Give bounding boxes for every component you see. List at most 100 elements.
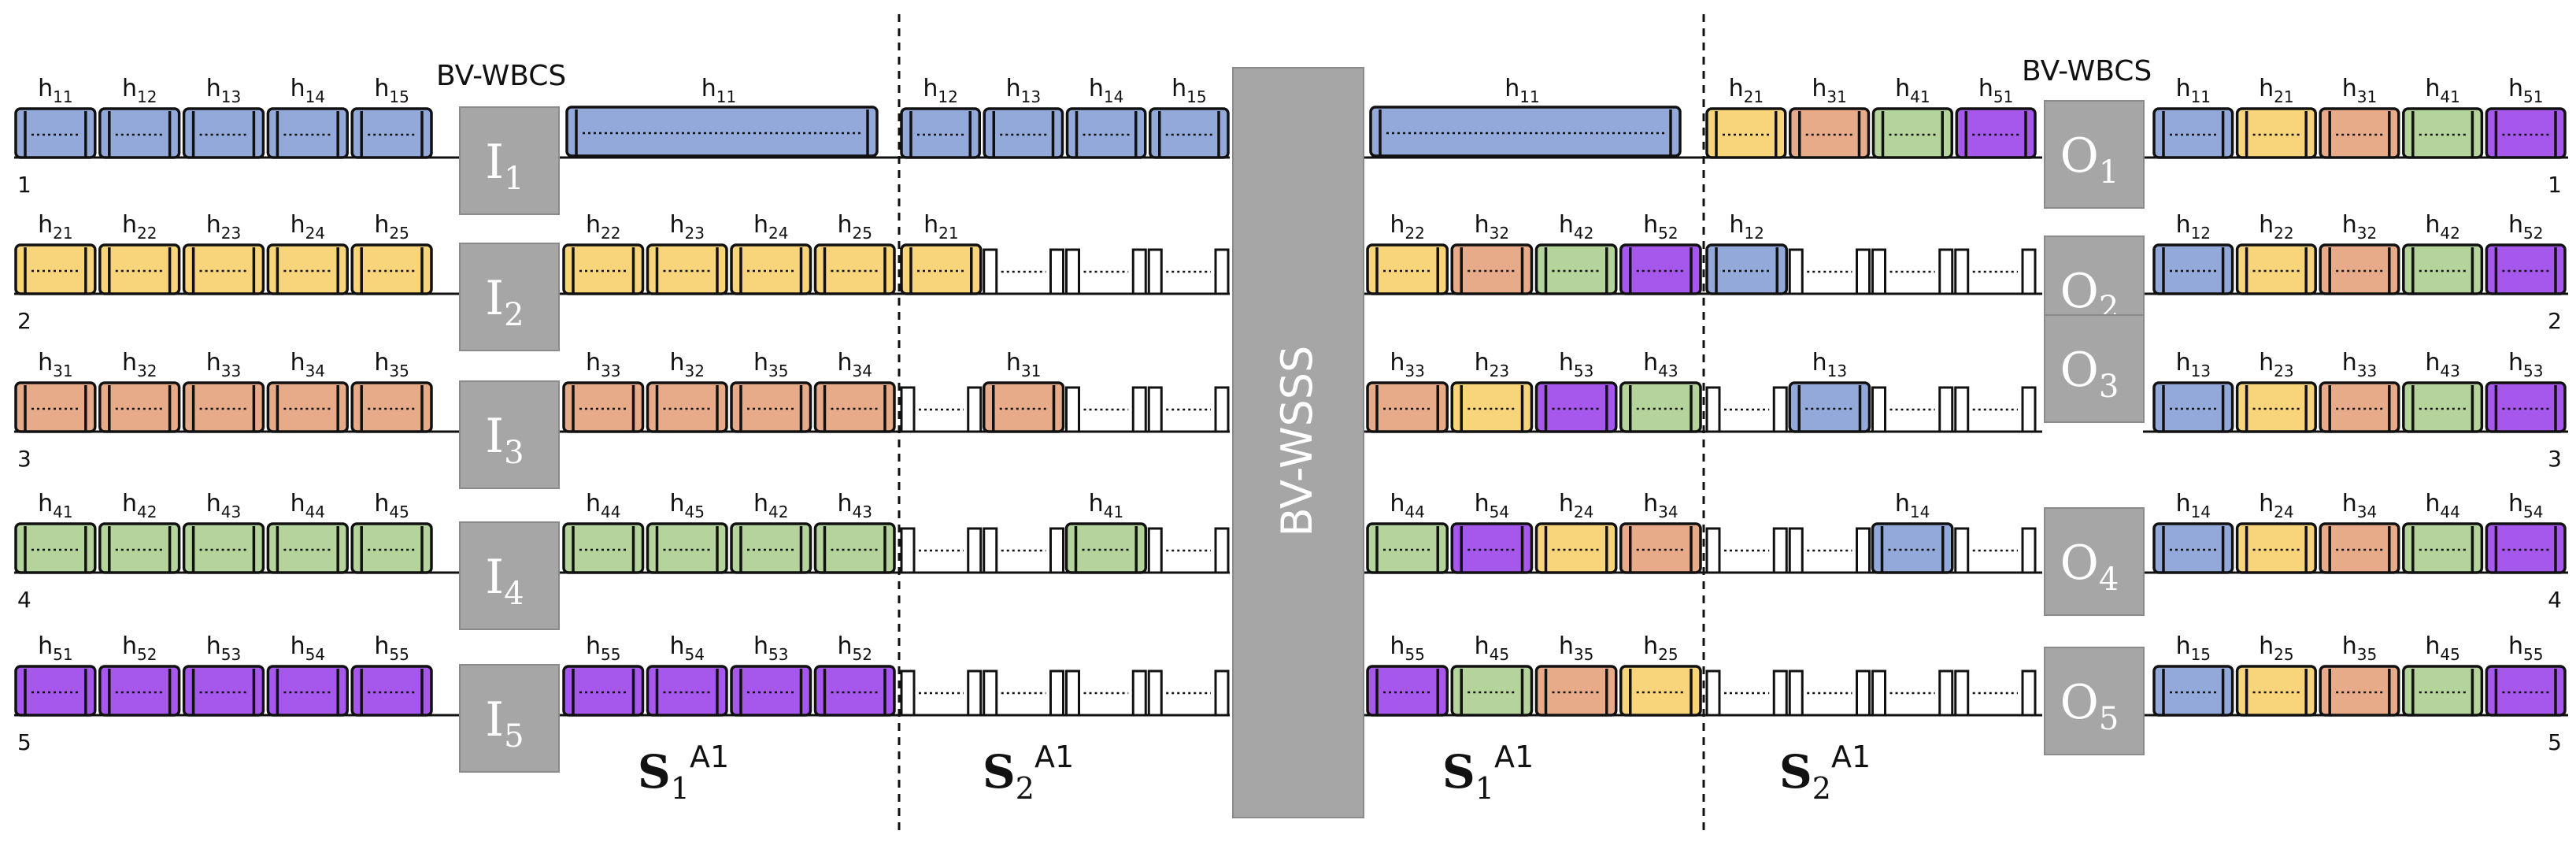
output-block-O1: O1 bbox=[2044, 100, 2145, 209]
cell-body bbox=[182, 243, 265, 295]
h-label: h31 bbox=[2342, 75, 2377, 106]
cell-body bbox=[562, 381, 645, 433]
s2-left-row-3: h31 bbox=[900, 349, 1230, 433]
h-label: h51 bbox=[38, 632, 72, 664]
h-label: h32 bbox=[1475, 211, 1509, 243]
s1-left-merged: h11 bbox=[565, 75, 879, 158]
cell-body bbox=[1450, 665, 1534, 717]
block-label: I1 bbox=[485, 135, 524, 197]
wavelength-cell bbox=[2485, 107, 2567, 159]
cell-body bbox=[350, 243, 433, 295]
slot-bar bbox=[1147, 386, 1163, 433]
slot-bar bbox=[1788, 248, 1804, 295]
h-label: h44 bbox=[586, 490, 620, 521]
h-label: h55 bbox=[1390, 632, 1424, 664]
cell-body bbox=[562, 243, 645, 295]
cell-body bbox=[813, 522, 896, 574]
h-label: h53 bbox=[206, 632, 241, 664]
cell-body bbox=[1619, 381, 1702, 433]
h-label: h52 bbox=[2508, 211, 2543, 243]
wavelength-cell bbox=[1369, 106, 1682, 158]
h-label: h15 bbox=[2176, 632, 2211, 664]
slot-bar bbox=[1049, 527, 1064, 574]
empty-slot bbox=[1705, 669, 1788, 717]
h-label: h23 bbox=[1475, 349, 1509, 380]
wavelength-cell bbox=[266, 381, 349, 433]
wavelength-cell bbox=[1705, 107, 1787, 159]
wavelength-cell bbox=[182, 665, 265, 717]
slot-bar bbox=[1131, 386, 1147, 433]
h-label: h11 bbox=[1505, 75, 1539, 106]
wavelength-cell bbox=[646, 381, 728, 433]
slot-bar bbox=[1788, 669, 1804, 717]
cell-body bbox=[565, 106, 879, 158]
wavelength-cell bbox=[2402, 107, 2484, 159]
h-label: h44 bbox=[291, 490, 325, 521]
wavelength-cell bbox=[266, 522, 349, 574]
cell-body bbox=[1064, 522, 1147, 574]
h-label: h24 bbox=[291, 211, 325, 243]
h-label: h55 bbox=[2508, 632, 2543, 664]
cell-body bbox=[182, 381, 265, 433]
wavelength-cell bbox=[2319, 381, 2400, 433]
empty-slot bbox=[1147, 386, 1230, 433]
h-label: h42 bbox=[2425, 211, 2459, 243]
cell-body bbox=[266, 243, 349, 295]
wavelength-cell bbox=[983, 381, 1065, 433]
h-label: h51 bbox=[2508, 75, 2543, 106]
h-label: h32 bbox=[2342, 211, 2377, 243]
cell-body bbox=[2402, 381, 2484, 433]
slot-bar bbox=[1954, 248, 1970, 295]
h-label: h24 bbox=[2259, 490, 2293, 521]
h-label: h52 bbox=[838, 632, 872, 664]
cell-body bbox=[350, 665, 433, 717]
input-block-I3: I3 bbox=[459, 380, 560, 489]
wavelength-cell bbox=[2152, 381, 2234, 433]
slot-bar bbox=[1065, 248, 1080, 295]
h-label: h54 bbox=[291, 632, 325, 664]
wavelength-cell bbox=[1534, 665, 1618, 717]
h-label: h31 bbox=[38, 349, 72, 380]
cell-body bbox=[1619, 243, 1702, 295]
wavelength-cell bbox=[813, 381, 896, 433]
h-label: h33 bbox=[2342, 349, 2377, 380]
block-body bbox=[2044, 507, 2145, 616]
h-label: h34 bbox=[838, 349, 872, 380]
h-label: h35 bbox=[753, 349, 788, 380]
wavelength-cell bbox=[1871, 522, 1954, 574]
empty-slot bbox=[1065, 669, 1147, 717]
slot-bar bbox=[1705, 386, 1721, 433]
cell-body bbox=[14, 522, 97, 574]
cell-body bbox=[562, 522, 645, 574]
slot-bar bbox=[1871, 669, 1886, 717]
h-label: h11 bbox=[2176, 75, 2211, 106]
h-label: h54 bbox=[670, 632, 705, 664]
wavelength-cell bbox=[813, 522, 896, 574]
slot-bar bbox=[1938, 669, 1954, 717]
h-label: h42 bbox=[753, 490, 788, 521]
input-block-I4: I4 bbox=[459, 521, 560, 630]
h-label: h42 bbox=[122, 490, 157, 521]
s2-right-row-2: h12 bbox=[1705, 211, 2037, 295]
wavelength-cell bbox=[1149, 107, 1230, 159]
output-block-O3: O3 bbox=[2044, 314, 2145, 423]
empty-slot bbox=[1954, 527, 2037, 574]
cell-body bbox=[1366, 243, 1449, 295]
wavelength-cell bbox=[14, 107, 97, 159]
slot-bar bbox=[2021, 386, 2037, 433]
h-label: h21 bbox=[2259, 75, 2293, 106]
h-label: h13 bbox=[206, 75, 241, 106]
wavelength-cell bbox=[266, 107, 349, 159]
slot-bar bbox=[1214, 386, 1230, 433]
block-body bbox=[459, 243, 560, 351]
input-block-I1: I1 bbox=[459, 106, 560, 215]
slot-bar bbox=[1065, 669, 1080, 717]
row-index-right: 5 bbox=[2548, 729, 2562, 755]
s2-right-row-5 bbox=[1705, 669, 2037, 717]
cell-body bbox=[983, 107, 1064, 159]
